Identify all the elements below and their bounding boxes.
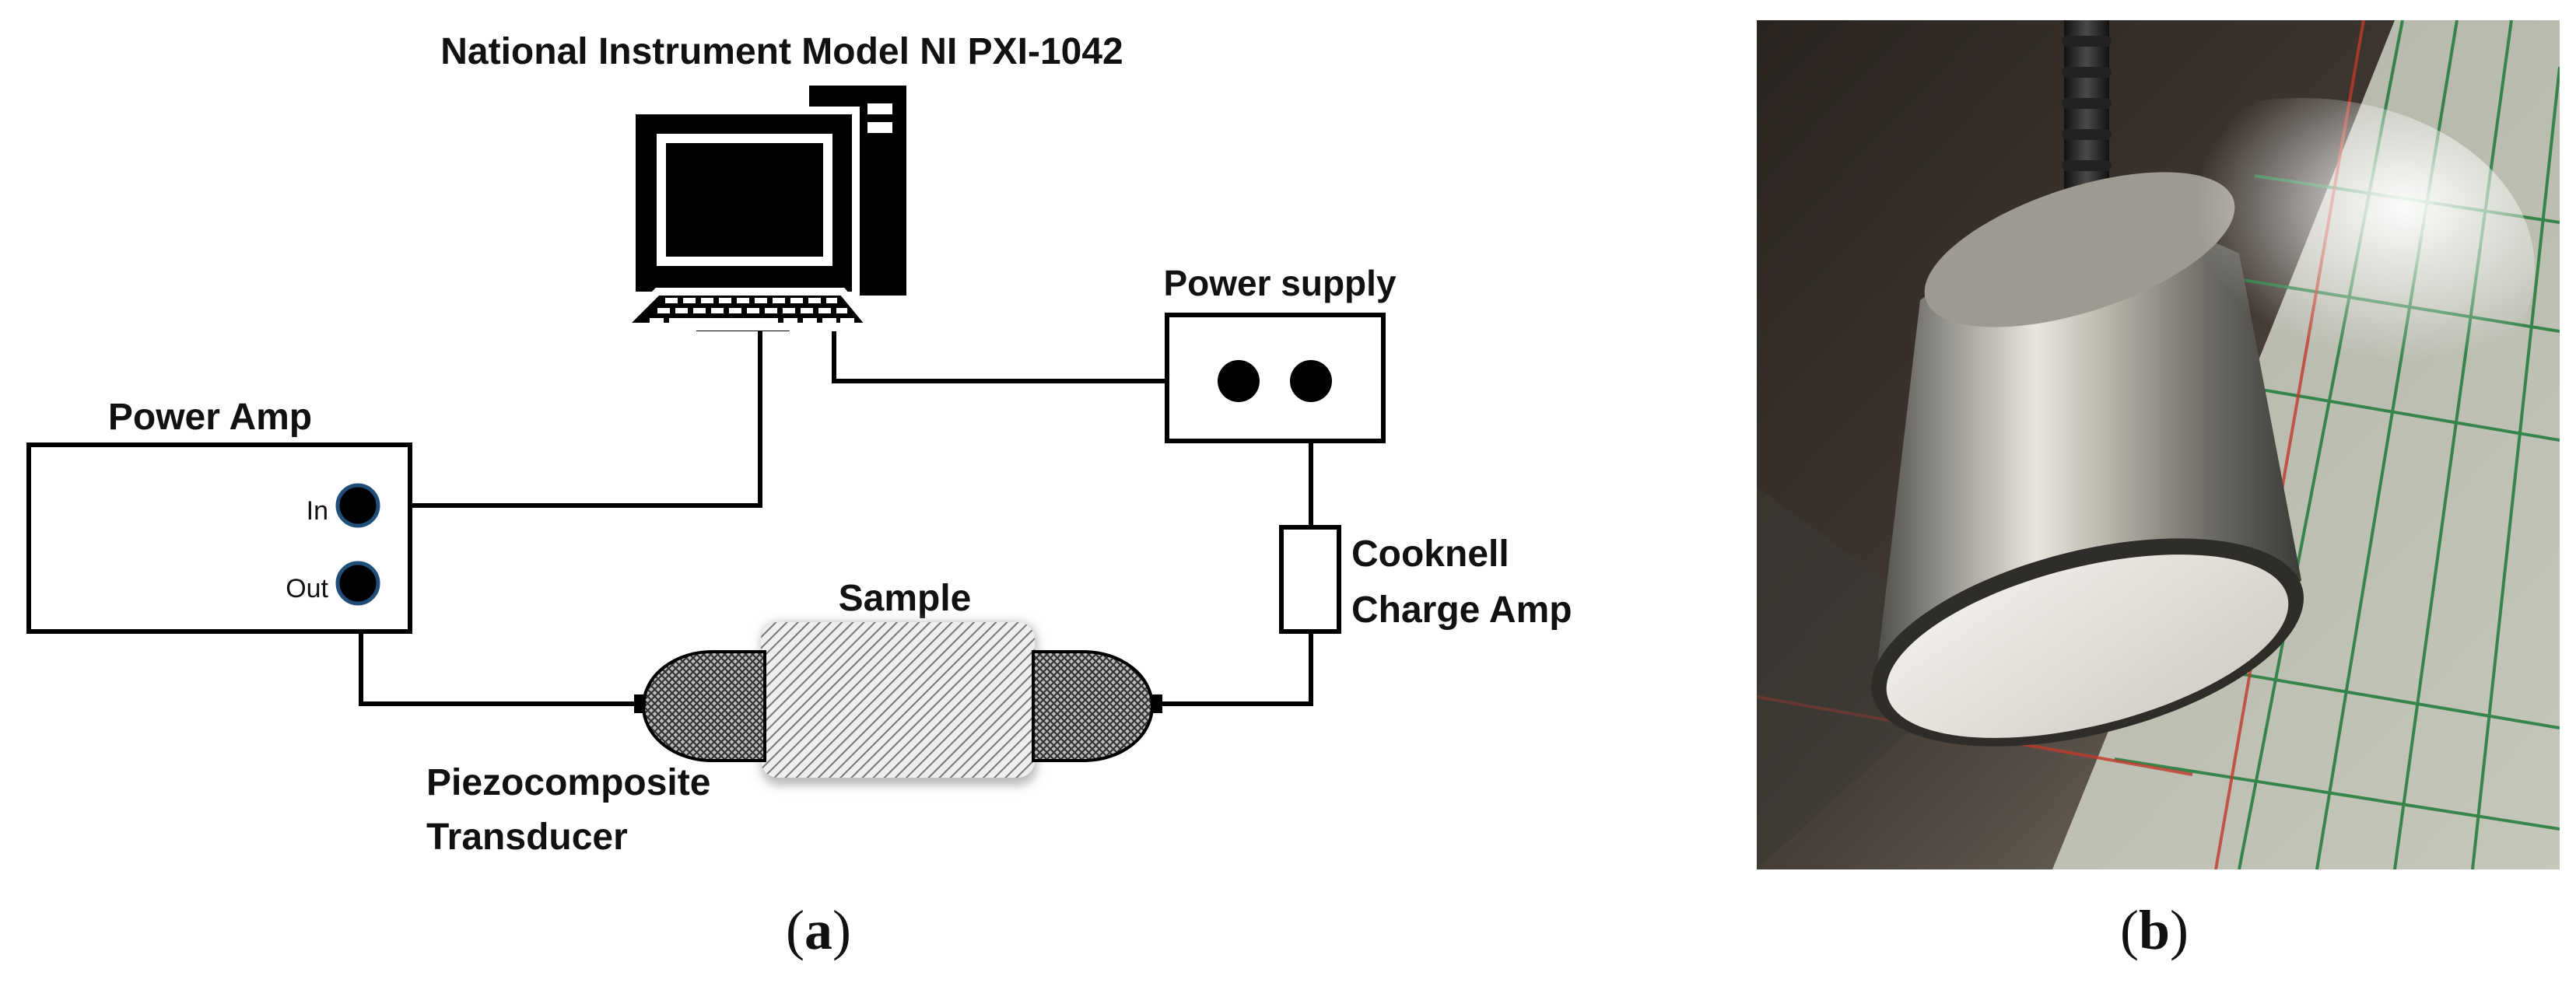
transducer-label-line1: Piezocomposite: [426, 762, 710, 803]
caption-a-open: (: [786, 899, 804, 961]
sample-label: Sample: [839, 578, 972, 619]
power-supply-label: Power supply: [1163, 263, 1396, 303]
caption-b-open: (: [2120, 899, 2139, 961]
right-transducer: [1032, 650, 1154, 762]
diagram-title: National Instrument Model NI PXI-1042: [440, 31, 1123, 72]
caption-a: (a): [786, 898, 851, 963]
transducer-face: [1886, 554, 2289, 738]
out-port-label: Out: [286, 574, 328, 603]
left-transducer: [642, 650, 766, 762]
out-port: [335, 561, 380, 606]
in-port-label: In: [307, 496, 328, 526]
caption-a-close: ): [832, 899, 851, 961]
power-supply-terminal-1: [1218, 360, 1260, 402]
charge-amp-label-line2: Charge Amp: [1351, 589, 1572, 631]
computer-icon: [612, 86, 906, 331]
sample-block: [761, 622, 1035, 778]
caption-b-close: ): [2170, 899, 2189, 961]
in-port: [335, 483, 380, 528]
charge-amp-label-line1: Cooknell: [1351, 533, 1509, 575]
caption-b: (b): [2120, 898, 2189, 963]
setup-schematic: National Instrument Model NI PXI-1042: [26, 31, 1572, 858]
power-supply-terminal-2: [1290, 360, 1332, 402]
light-glare: [2068, 98, 2535, 440]
charge-amp-component: [1279, 525, 1341, 634]
left-transducer-connector: [634, 694, 644, 713]
caption-b-letter: b: [2138, 899, 2171, 961]
power-amp-label: Power Amp: [108, 397, 312, 438]
power-supply-box: [1165, 313, 1386, 443]
transducer-photo: [1757, 20, 2560, 869]
transducer-label-line2: Transducer: [426, 817, 628, 858]
caption-a-letter: a: [804, 899, 832, 961]
right-transducer-connector: [1152, 694, 1162, 713]
